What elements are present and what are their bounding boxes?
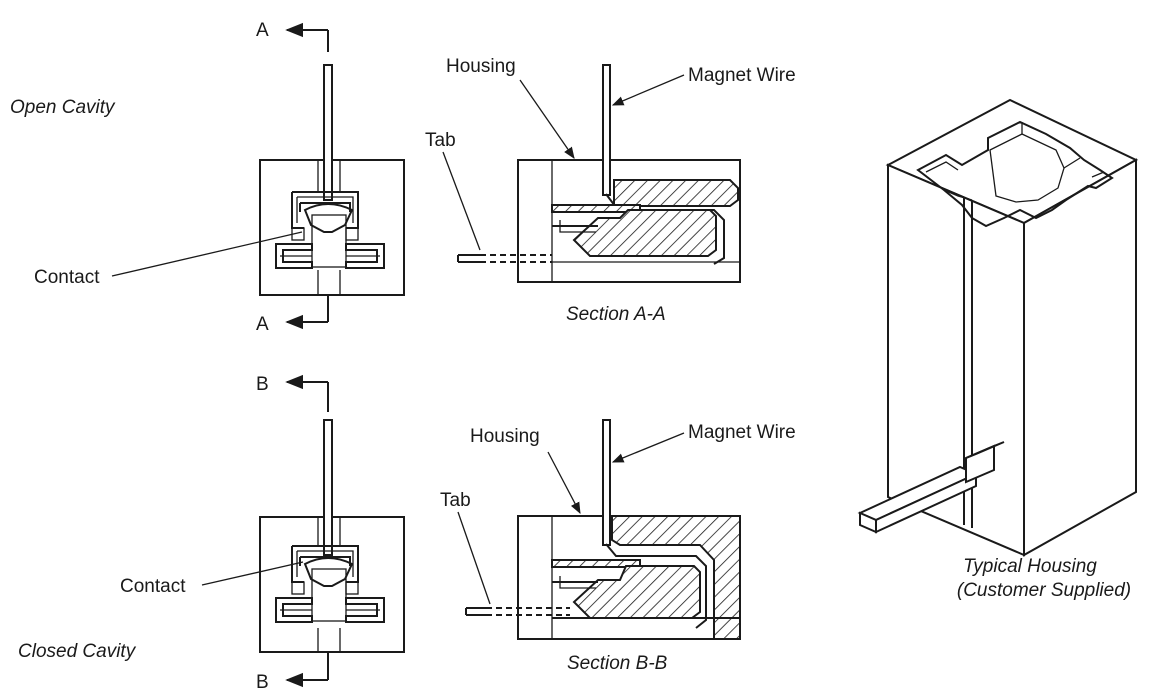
typical-housing-label: Typical Housing xyxy=(963,556,1097,577)
closed-cavity-front-view: B B xyxy=(256,374,405,690)
magnet-wire-closed xyxy=(323,419,333,556)
section-label-a-top: A xyxy=(256,20,269,41)
tab-leader-bottom xyxy=(457,511,491,605)
contact-leader-top xyxy=(111,231,303,277)
section-aa-magnet-wire xyxy=(602,64,611,196)
closed-cavity-label: Closed Cavity xyxy=(18,641,137,662)
section-arrow-a-top xyxy=(285,22,329,52)
housing-leader-top xyxy=(519,79,575,159)
contact-label-bottom: Contact xyxy=(120,576,186,597)
section-aa-caption: Section A-A xyxy=(566,304,666,325)
section-bb-magnet-wire xyxy=(602,419,611,546)
magnet-wire-label-bottom: Magnet Wire xyxy=(688,422,796,443)
contact-label-top: Contact xyxy=(34,267,100,288)
open-cavity-front-view: A A xyxy=(256,20,405,335)
typical-housing-isometric xyxy=(857,98,1139,557)
housing-label-bottom: Housing xyxy=(470,426,540,447)
tab-leader-top xyxy=(442,151,481,251)
magnet-wire-leader-bottom xyxy=(611,432,685,463)
contact-leader-bottom xyxy=(201,561,304,586)
section-label-b-top: B xyxy=(256,374,269,395)
housing-leader-bottom xyxy=(547,451,581,515)
magnet-wire xyxy=(323,64,333,201)
tab-label-bottom: Tab xyxy=(440,490,471,511)
section-bb-view xyxy=(465,419,741,640)
open-cavity-label: Open Cavity xyxy=(10,97,116,118)
magnet-wire-label-top: Magnet Wire xyxy=(688,65,796,86)
typical-housing-sublabel: (Customer Supplied) xyxy=(957,580,1131,601)
section-label-b-bottom: B xyxy=(256,672,269,690)
section-label-a-bottom: A xyxy=(256,314,269,335)
section-aa-view xyxy=(457,64,741,283)
housing-label-top: Housing xyxy=(446,56,516,77)
tab-label-top: Tab xyxy=(425,130,456,151)
section-bb-caption: Section B-B xyxy=(567,653,668,674)
magnet-wire-leader-top xyxy=(611,74,685,106)
